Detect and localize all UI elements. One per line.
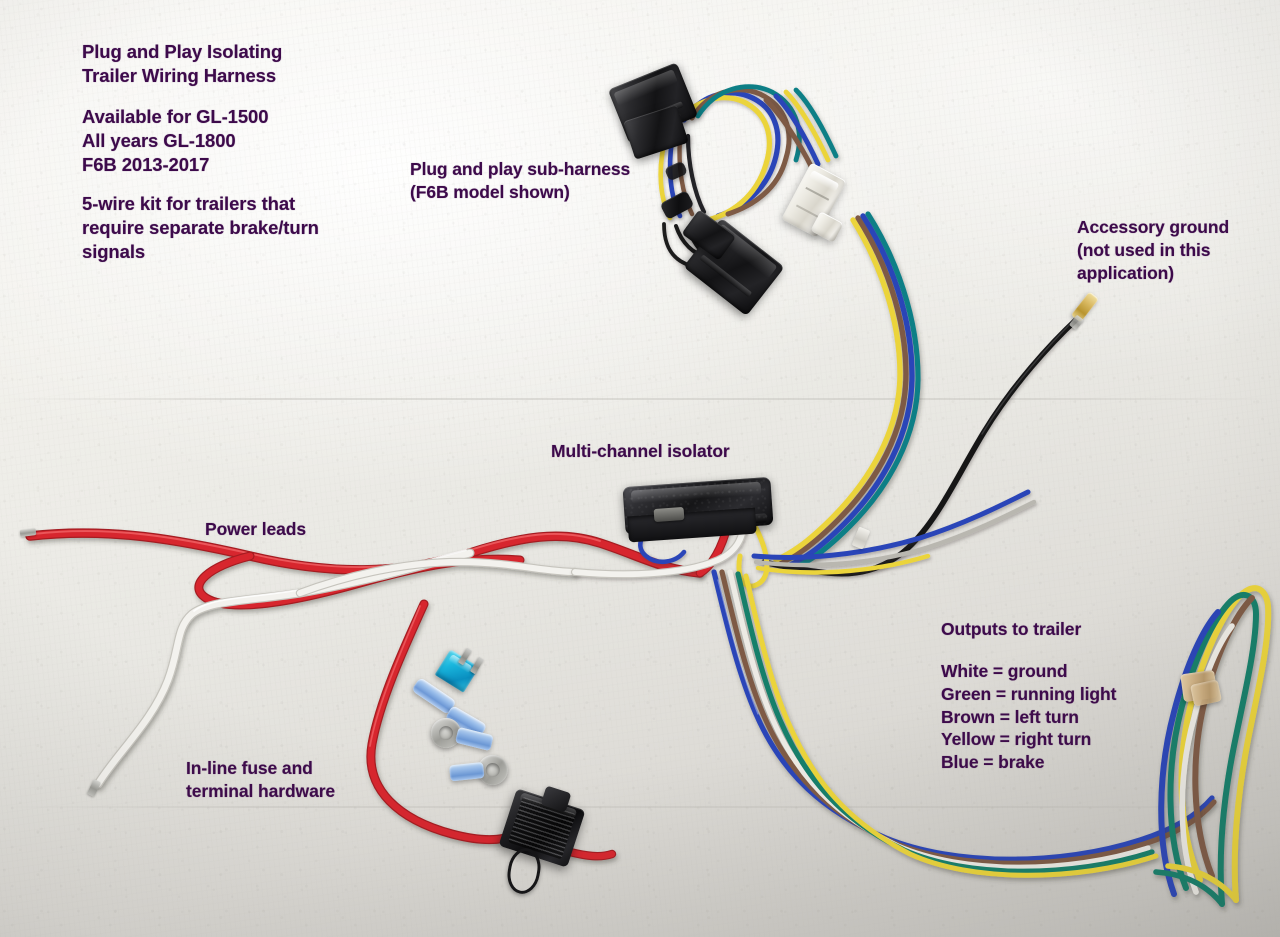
background-seam-line-lower	[0, 806, 1280, 808]
multi-channel-isolator-label: Multi-channel isolator	[551, 440, 730, 463]
sub-harness-label: Plug and play sub-harness (F6B model sho…	[410, 158, 630, 204]
outputs-to-trailer-label: Outputs to trailer	[941, 618, 1081, 641]
power-leads-label: Power leads	[205, 518, 306, 541]
outputs-color-legend: White = ground Green = running light Bro…	[941, 660, 1116, 774]
fitment-block: Available for GL-1500 All years GL-1800 …	[82, 105, 269, 177]
title-block: Plug and Play Isolating Trailer Wiring H…	[82, 40, 282, 88]
accessory-ground-label: Accessory ground (not used in this appli…	[1077, 216, 1229, 284]
background-seam-line-upper	[0, 398, 1280, 400]
inline-fuse-label: In-line fuse and terminal hardware	[186, 757, 335, 803]
kit-description-block: 5-wire kit for trailers that require sep…	[82, 192, 319, 264]
